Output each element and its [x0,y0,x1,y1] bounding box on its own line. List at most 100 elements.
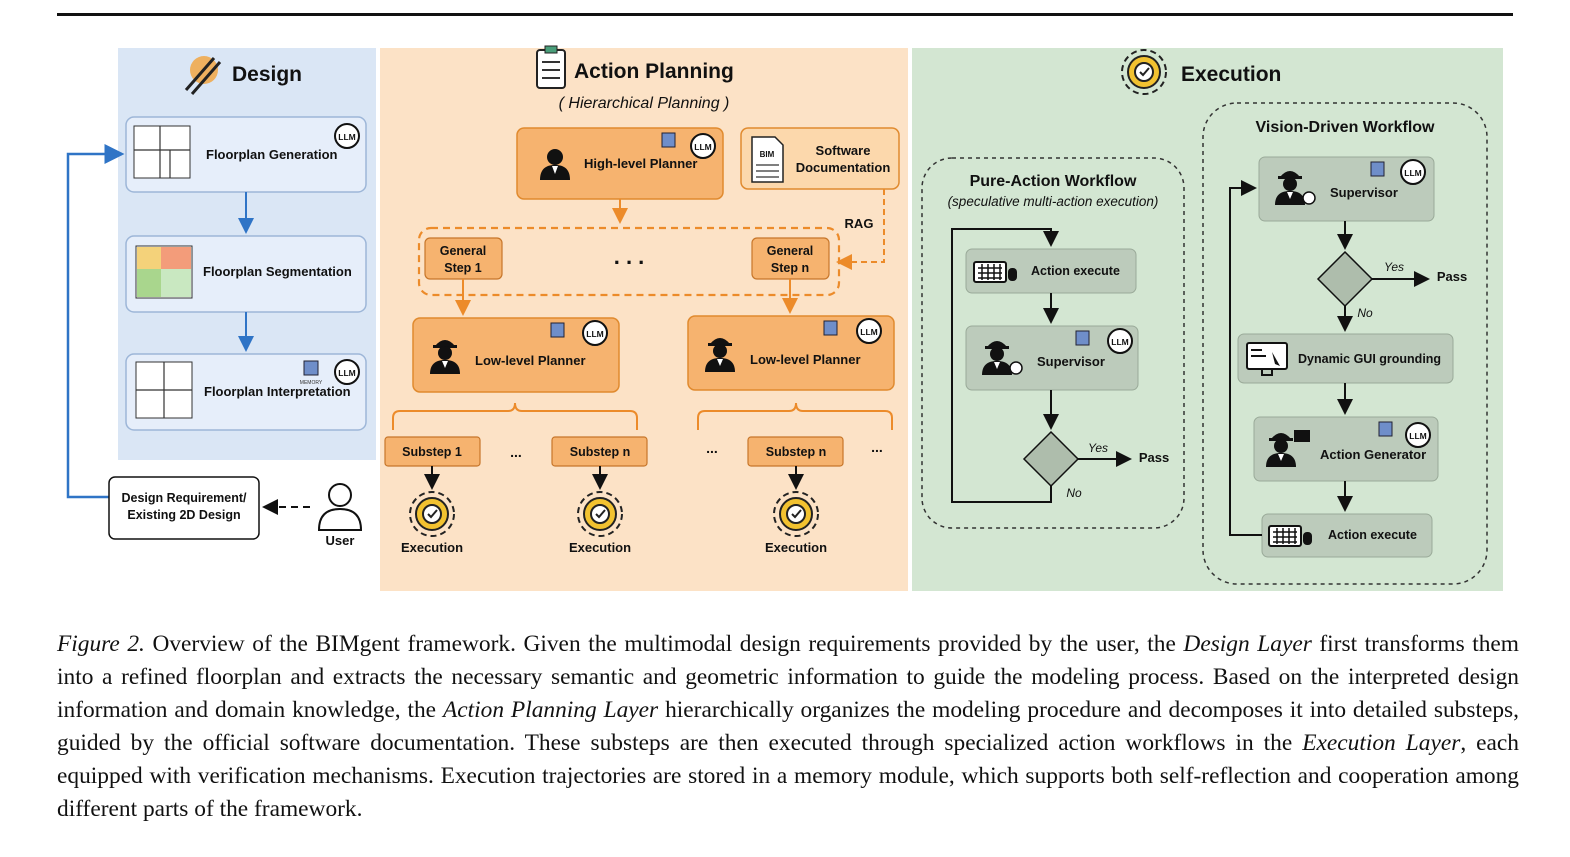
execution-label: Execution [401,540,463,555]
execution-label: Execution [765,540,827,555]
pass-label: Pass [1437,269,1467,284]
no-label: No [1357,306,1373,320]
memory-icon [823,320,838,336]
supervisor-label: Supervisor [1330,185,1398,200]
llm-icon: LLM [334,359,360,385]
llm-icon: LLM [690,133,716,159]
dynamic-gui-grounding-node: Dynamic GUI grounding [1237,333,1454,384]
rag-label: RAG [845,216,874,231]
arrow-input-to-generation [66,144,125,499]
floorplan-generation-label: Floorplan Generation [206,147,338,162]
substeps-dots: ... [510,444,522,460]
general-steps-ellipsis: . . . [614,244,645,269]
floorplan-thumbnail-icon [133,125,191,179]
monitor-cursor-icon [1246,342,1288,376]
check-circle-icon [1302,191,1316,205]
substeps-dots: ... [871,439,883,455]
user-label: User [326,533,355,548]
caption-emph-design-layer: Design Layer [1183,631,1312,657]
check-circle-icon [1009,361,1023,375]
low-level-planner-2-node: Low-level Planner LLM [687,315,895,391]
software-documentation-node: BIM Software Documentation [740,127,900,190]
top-rule [57,13,1513,16]
arrow-rag [836,189,885,270]
vision-supervisor-node: Supervisor LLM [1258,156,1435,222]
pure-action-workflow-group [921,157,1185,529]
pure-action-execute-node: Action execute [965,248,1137,294]
memory-icon [661,132,676,148]
llm-icon: LLM [334,123,360,149]
execution-panel: Execution Pure-Action Workflow (speculat… [912,48,1503,591]
svg-text:LLM: LLM [860,327,877,337]
design-requirement-label-2: Existing 2D Design [127,508,240,522]
memory-icon [1075,330,1090,346]
floorplan-segmentation-label: Floorplan Segmentation [203,264,352,279]
action-execute-label: Action execute [1031,264,1120,278]
action-execute-label: Action execute [1328,528,1417,542]
svg-text:Step n: Step n [771,261,809,275]
llm-icon: LLM [1400,159,1426,185]
yes-label: Yes [1088,441,1108,455]
brace-left [392,402,638,430]
memory-icon [1370,161,1385,177]
substep-n-right-node: Substep n [747,436,844,467]
design-title: Design [232,63,302,86]
software-documentation-label-1: Software [816,143,871,158]
action-generator-node: Action Generator LLM [1253,416,1439,482]
high-level-planner-node: High-level Planner LLM [516,127,724,200]
software-documentation-label-2: Documentation [796,160,891,175]
code-icon [1294,430,1310,442]
svg-text:Step 1: Step 1 [444,261,482,275]
document-icon: BIM [751,136,784,183]
planning-title: Action Planning [574,60,734,83]
caption-emph-execution-layer: Execution Layer [1302,730,1461,756]
no-label: No [1066,486,1082,500]
svg-text:Substep n: Substep n [766,445,826,459]
caption-text-4: , each equipped with verification mechan… [57,730,1519,822]
caption-text-3: hierarchically organizes the modeling pr… [57,697,1519,756]
planning-subtitle: ( Hierarchical Planning ) [559,95,730,112]
general-steps-group [417,226,841,297]
caption-text-2: first transforms them into a refined flo… [57,631,1519,723]
design-requirement-node: Design Requirement/ Existing 2D Design [108,476,260,540]
high-level-planner-label: High-level Planner [584,156,697,171]
action-planning-panel: Action Planning ( Hierarchical Planning … [380,45,908,591]
segmented-floorplan-icon [135,245,193,299]
substep-1-left-node: Substep 1 [384,436,481,467]
design-icon [184,56,222,95]
execution-panel-bg [912,48,1503,591]
low-level-planner-label: Low-level Planner [475,353,586,368]
floorplan-interpretation-label: Floorplan Interpretation [204,384,351,399]
svg-text:LLM: LLM [694,142,711,152]
low-level-planner-label: Low-level Planner [750,352,861,367]
svg-text:LLM: LLM [338,132,355,142]
action-generator-label: Action Generator [1320,447,1426,462]
execution-title: Execution [1181,63,1281,86]
svg-text:BIM: BIM [760,150,775,159]
floorplan-segmentation-node: Floorplan Segmentation [125,235,367,313]
svg-text:Substep n: Substep n [570,445,630,459]
caption-emph-action-planning-layer: Action Planning Layer [442,697,659,723]
arrow-no-loop [951,228,1059,503]
floorplan-interpretation-node: Floorplan Interpretation MEMORY LLM [125,353,367,431]
llm-icon: LLM [856,318,882,344]
gui-grounding-label: Dynamic GUI grounding [1298,352,1441,366]
vision-driven-title: Vision-Driven Workflow [1256,119,1436,136]
vision-driven-workflow-group [1202,102,1488,585]
pass-label: Pass [1139,450,1169,465]
vision-action-execute-node: Action execute [1261,513,1433,558]
pure-action-subtitle: (speculative multi-action execution) [948,194,1159,209]
caption-label: Figure 2. [57,631,145,657]
svg-text:LLM: LLM [1404,168,1421,178]
memory-icon: MEMORY [300,360,323,386]
design-requirement-label-1: Design Requirement/ [121,491,247,505]
caption-text-1: Overview of the BIMgent framework. Given… [144,631,1184,657]
floorplan-generation-node: Floorplan Generation LLM [125,116,367,193]
arrow-exec-loop [1229,180,1262,536]
design-panel: Design Floorplan Generation LLM [66,48,376,548]
clipboard-icon [536,45,566,89]
figure-caption: Figure 2. Overview of the BIMgent framew… [57,628,1519,826]
svg-text:LLM: LLM [1409,431,1426,441]
llm-icon: LLM [582,320,608,346]
pure-action-title: Pure-Action Workflow [970,173,1137,190]
